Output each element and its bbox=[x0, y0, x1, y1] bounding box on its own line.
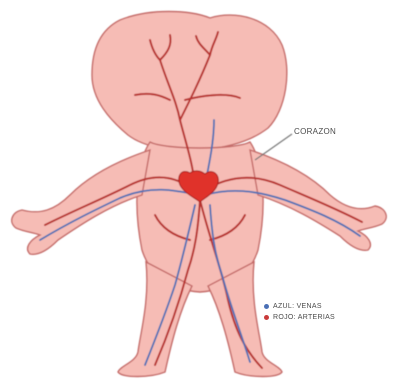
legend: AZUL: VENAS ROJO: ARTERIAS bbox=[264, 301, 335, 323]
right-arm-shape bbox=[250, 150, 386, 250]
heart-callout-label: CORAZON bbox=[294, 127, 336, 136]
legend-label-arteries: ROJO: ARTERIAS bbox=[273, 314, 335, 321]
blue-swatch-icon bbox=[264, 304, 269, 309]
red-swatch-icon bbox=[264, 315, 269, 320]
legend-item-arteries: ROJO: ARTERIAS bbox=[264, 312, 335, 323]
legend-label-veins: AZUL: VENAS bbox=[273, 303, 322, 310]
callout-leader-line bbox=[255, 134, 292, 160]
left-arm-shape bbox=[12, 150, 150, 254]
head-shape bbox=[92, 12, 287, 151]
legend-item-veins: AZUL: VENAS bbox=[264, 301, 335, 312]
